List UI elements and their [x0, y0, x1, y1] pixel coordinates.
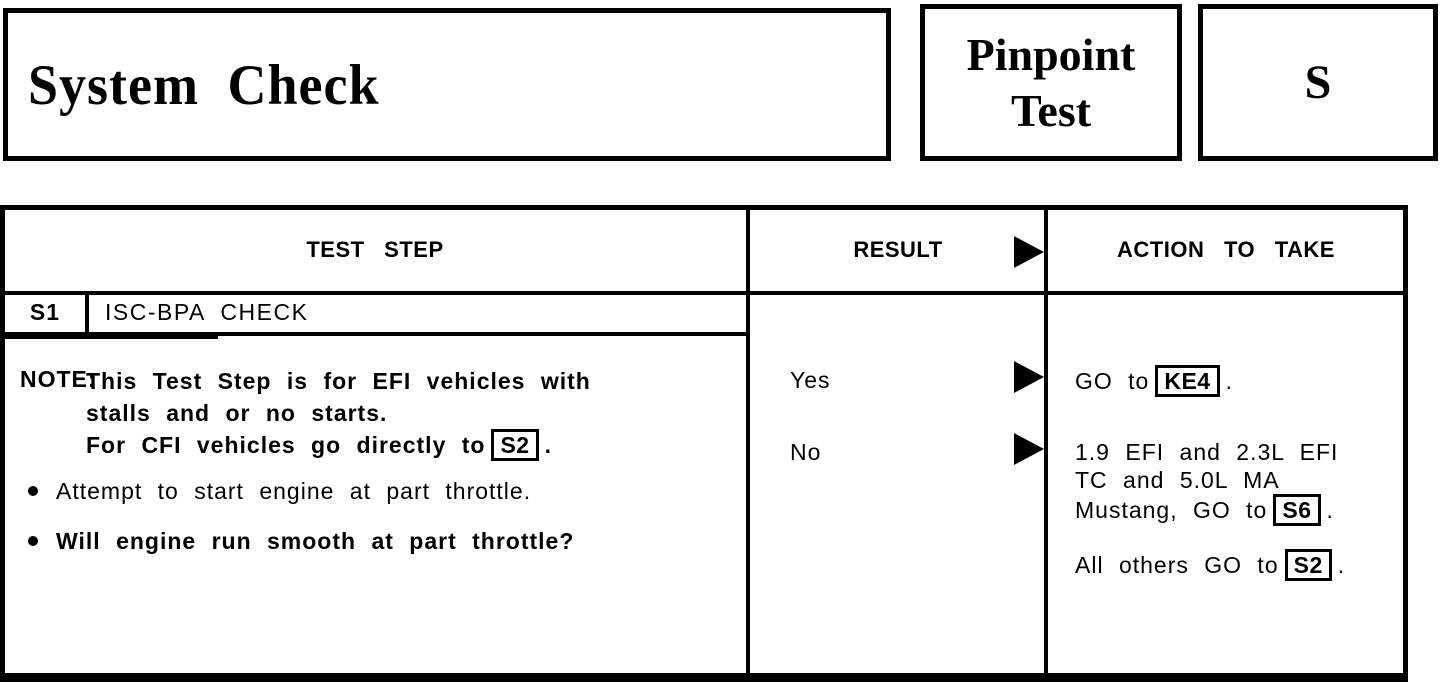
- note-block: NOTE: This Test Step is for EFI vehicles…: [20, 365, 735, 461]
- pinpoint-test-box: Pinpoint Test: [920, 4, 1182, 161]
- note-line-3-period: .: [544, 432, 552, 458]
- ref-box-s2-note: S2: [491, 429, 539, 461]
- bullet-text-1: Attempt to start engine at part throttle…: [56, 478, 532, 504]
- ref-box-s6: S6: [1273, 494, 1321, 526]
- action-no: 1.9 EFI and 2.3L EFI TC and 5.0L MA Must…: [1075, 438, 1405, 526]
- ref-box-s2: S2: [1284, 549, 1332, 581]
- note-body: This Test Step is for EFI vehicles with …: [86, 365, 591, 461]
- note-line-2: stalls and or no starts.: [86, 400, 388, 426]
- result-no-label: No: [790, 439, 822, 465]
- action-no-line-2: TC and 5.0L MA: [1075, 467, 1280, 493]
- note-line-3-text: For CFI vehicles go directly to: [86, 432, 486, 458]
- no-arrow-icon: [1014, 433, 1044, 465]
- bullet-text-2: Will engine run smooth at part throttle?: [56, 528, 575, 554]
- pinpoint-test-line2: Test: [1010, 84, 1092, 136]
- note-line-1: This Test Step is for EFI vehicles with: [86, 368, 591, 394]
- action-all-others-text: All others GO to: [1075, 552, 1279, 578]
- test-letter-box: S: [1198, 4, 1438, 161]
- step-id-cell-divider: [85, 293, 89, 332]
- system-check-box: System Check: [3, 8, 891, 161]
- action-yes-text: GO to: [1075, 368, 1150, 394]
- step-id-badge: S1: [29, 299, 61, 325]
- action-no-line-3-text: Mustang, GO to: [1075, 497, 1268, 523]
- action-all-others-period: .: [1337, 552, 1346, 578]
- ref-box-ke4: KE4: [1155, 365, 1220, 397]
- table-border-top: [0, 205, 1408, 210]
- note-label: NOTE:: [20, 366, 97, 392]
- table-border-left: [0, 205, 5, 682]
- column-header-result: RESULT: [853, 237, 943, 262]
- bullet-item-2: Will engine run smooth at part throttle?: [28, 527, 728, 555]
- header-row-rule: [0, 291, 1408, 295]
- step-row-rule: [0, 332, 750, 336]
- table-border-right: [1403, 205, 1408, 682]
- pinpoint-test-table: TEST STEP RESULT ACTION TO TAKE S1 ISC-B…: [0, 205, 1408, 682]
- column-divider-1: [746, 205, 750, 682]
- bullet-icon: [28, 486, 38, 496]
- step-title: ISC-BPA CHECK: [105, 299, 309, 325]
- pinpoint-test-line1: Pinpoint: [966, 28, 1136, 80]
- result-yes-label: Yes: [790, 367, 831, 393]
- column-header-action: ACTION TO TAKE: [1117, 237, 1335, 262]
- yes-arrow-icon: [1014, 361, 1044, 393]
- action-no-line-3-period: .: [1326, 497, 1334, 523]
- table-border-bottom: [0, 673, 1408, 682]
- action-yes-period: .: [1225, 368, 1233, 394]
- test-letter: S: [1304, 55, 1332, 109]
- column-divider-2: [1044, 205, 1048, 682]
- column-header-test-step: TEST STEP: [306, 237, 444, 262]
- bullet-item-1: Attempt to start engine at part throttle…: [28, 477, 728, 505]
- action-no-line-1: 1.9 EFI and 2.3L EFI: [1075, 439, 1339, 465]
- bullet-icon: [28, 536, 38, 546]
- pinpoint-test-title: Pinpoint Test: [925, 27, 1177, 139]
- step-row-rule-heavy-segment: [0, 332, 218, 339]
- system-check-title: System Check: [28, 53, 380, 116]
- result-header-arrow-icon: [1014, 236, 1044, 268]
